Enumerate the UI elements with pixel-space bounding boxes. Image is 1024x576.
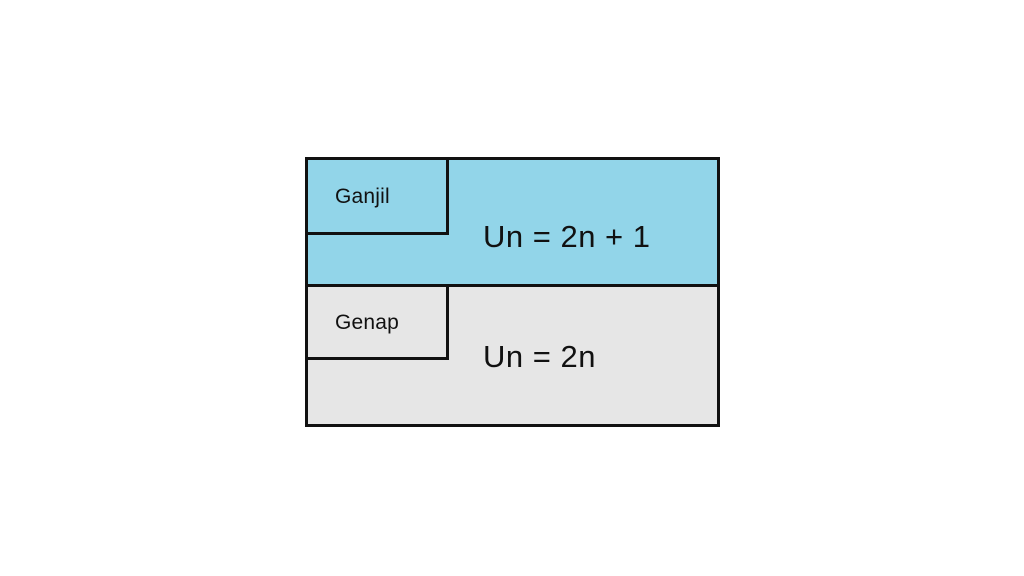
sequence-formula-diagram: Ganjil Un = 2n + 1 Genap Un = 2n [305, 157, 720, 427]
label-text-ganjil: Ganjil [335, 184, 390, 208]
formula-genap: Un = 2n [483, 339, 596, 374]
formula-ganjil: Un = 2n + 1 [483, 219, 651, 254]
diagram-row-genap: Genap Un = 2n [305, 284, 717, 424]
label-box-ganjil: Ganjil [305, 157, 449, 235]
diagram-row-ganjil: Ganjil Un = 2n + 1 [305, 157, 717, 287]
label-text-genap: Genap [335, 310, 400, 334]
label-box-genap: Genap [305, 284, 449, 360]
